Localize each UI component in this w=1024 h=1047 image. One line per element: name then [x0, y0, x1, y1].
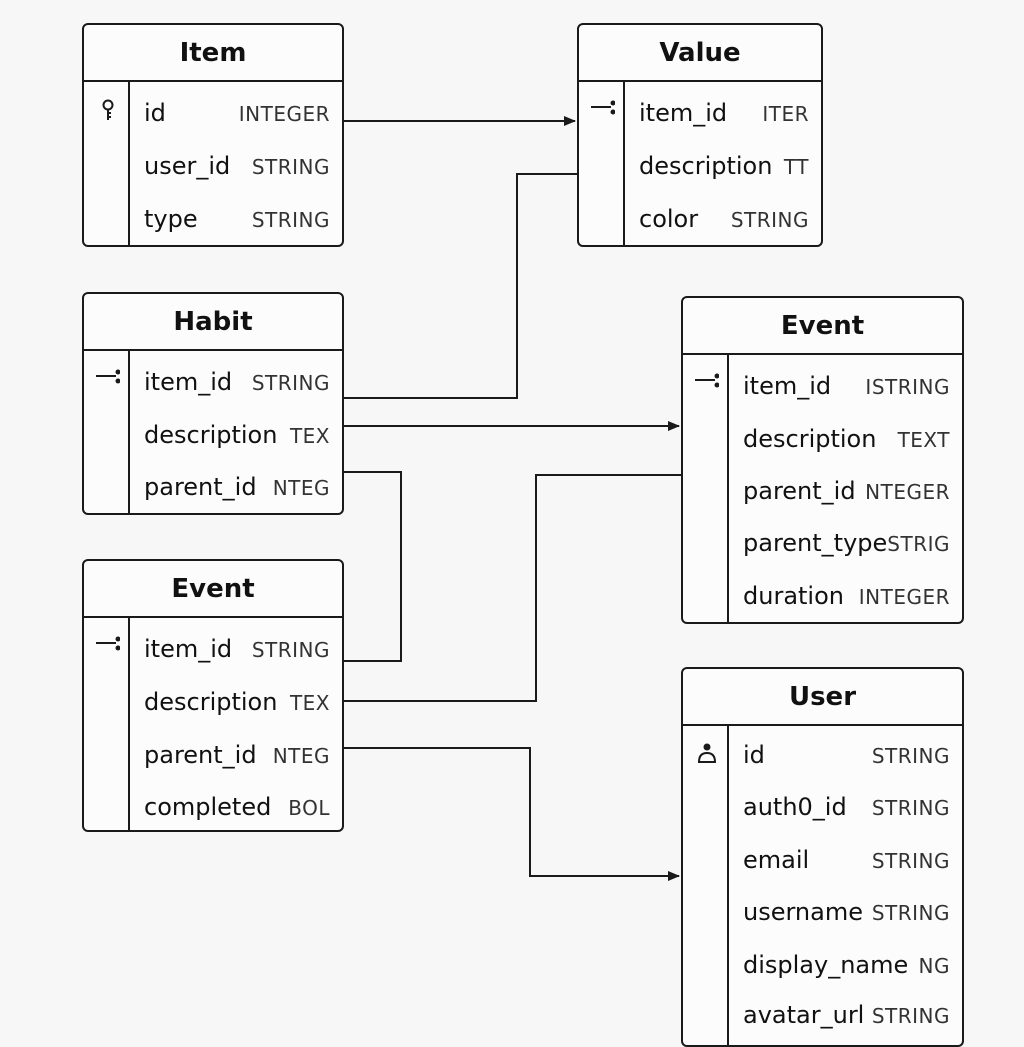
field-row[interactable]: item_id ITER — [579, 86, 821, 138]
field-type: STRING — [871, 849, 950, 873]
foreign-key-icon — [591, 100, 615, 115]
field-name: duration — [743, 582, 844, 610]
field-row[interactable]: parent_type STRIG — [683, 516, 962, 568]
relationship-connectors — [343, 116, 681, 881]
entity-title: Event — [683, 298, 962, 355]
field-name: parent_id — [144, 741, 257, 769]
field-row[interactable]: display_name NG — [683, 938, 962, 990]
field-type: NG — [918, 954, 950, 978]
field-name: color — [639, 205, 699, 233]
field-type: STRING — [730, 208, 809, 232]
field-row[interactable]: description TEX — [84, 408, 342, 460]
field-type: TEX — [289, 691, 330, 715]
field-row[interactable]: type STRING — [84, 192, 342, 244]
field-type: ISTRING — [865, 375, 950, 399]
field-row[interactable]: item_id ISTRING — [683, 359, 962, 411]
field-type: BOL — [288, 796, 330, 820]
field-row[interactable]: username STRING — [683, 885, 962, 937]
field-type: STRIG — [887, 532, 950, 556]
field-row[interactable]: parent_id NTEGER — [683, 464, 962, 516]
field-row[interactable]: item_id STRING — [84, 622, 342, 674]
field-name: id — [144, 99, 166, 127]
field-name: item_id — [144, 368, 233, 396]
entity-title: Item — [84, 25, 342, 82]
field-row[interactable]: color STRING — [579, 192, 821, 244]
entity-event-left[interactable]: Event item_id STRING description TEX par… — [82, 559, 344, 832]
field-row[interactable]: description TT — [579, 139, 821, 191]
field-type: TEXT — [897, 428, 950, 452]
field-name: description — [639, 152, 773, 180]
entity-title: Event — [84, 561, 342, 618]
field-row[interactable]: id INTEGER — [84, 86, 342, 138]
field-name: item_id — [144, 635, 233, 663]
field-name: description — [144, 688, 278, 716]
field-type: TEX — [289, 424, 330, 448]
field-type: STRING — [251, 155, 330, 179]
field-name: user_id — [144, 152, 231, 180]
field-row[interactable]: parent_id NTEG — [84, 728, 342, 780]
field-name: parent_id — [144, 473, 257, 501]
field-type: STRING — [871, 1004, 950, 1028]
connector-event-description-to-event-parent — [343, 474, 681, 702]
field-name: auth0_id — [743, 793, 847, 821]
field-type: STRING — [251, 638, 330, 662]
field-row[interactable]: item_id STRING — [84, 355, 342, 407]
field-name: description — [743, 425, 877, 453]
field-row[interactable]: completed BOL — [84, 780, 342, 830]
field-row[interactable]: description TEX — [84, 675, 342, 727]
field-row[interactable]: description TEXT — [683, 412, 962, 464]
field-name: parent_id — [743, 477, 856, 505]
entity-habit[interactable]: Habit item_id STRING description TEX par… — [82, 292, 344, 515]
foreign-key-icon — [96, 636, 120, 651]
field-name: display_name — [743, 951, 909, 979]
field-row[interactable]: id STRING — [683, 728, 962, 780]
field-type: NTEG — [272, 476, 330, 500]
entity-title: User — [683, 669, 962, 726]
key-icon — [102, 99, 114, 120]
field-type: TT — [783, 155, 809, 179]
entity-title: Value — [579, 25, 821, 82]
connector-habit-parent-id-to-event-item-id — [343, 471, 402, 662]
field-name: description — [144, 421, 278, 449]
field-name: avatar_url — [743, 1001, 865, 1029]
field-name: type — [144, 205, 198, 233]
user-key-icon — [697, 743, 717, 763]
field-type: NTEGER — [865, 480, 950, 504]
field-row[interactable]: email STRING — [683, 833, 962, 885]
field-name: completed — [144, 793, 272, 821]
field-type: NTEG — [272, 744, 330, 768]
entity-item[interactable]: Item id INTEGER user_id STRING type STRI… — [82, 23, 344, 247]
field-type: INTEGER — [238, 102, 330, 126]
foreign-key-icon — [695, 373, 719, 388]
field-row[interactable]: user_id STRING — [84, 139, 342, 191]
field-name: item_id — [743, 372, 832, 400]
field-name: email — [743, 846, 810, 874]
field-name: item_id — [639, 99, 728, 127]
foreign-key-icon — [96, 369, 120, 384]
field-row[interactable]: avatar_url STRING — [683, 988, 962, 1040]
field-type: STRING — [251, 208, 330, 232]
field-row[interactable]: parent_id NTEG — [84, 460, 342, 512]
field-type: STRING — [251, 371, 330, 395]
connector-event-parent-id-to-user — [343, 747, 680, 881]
field-type: STRING — [871, 901, 950, 925]
connector-habit-item-id-to-value — [343, 173, 577, 399]
field-type: INTEGER — [858, 585, 950, 609]
field-type: STRING — [871, 796, 950, 820]
field-type: ITER — [762, 102, 809, 126]
field-row[interactable]: auth0_id STRING — [683, 780, 962, 832]
field-name: parent_type — [743, 529, 888, 557]
field-type: STRING — [871, 744, 950, 768]
field-name: id — [743, 741, 765, 769]
entity-event-right[interactable]: Event item_id ISTRING description TEXT p… — [681, 296, 964, 624]
field-row[interactable]: duration INTEGER — [683, 569, 962, 621]
entity-title: Habit — [84, 294, 342, 351]
entity-value[interactable]: Value item_id ITER description TT color … — [577, 23, 823, 247]
entity-user[interactable]: User id STRING auth0_id STRING email STR… — [681, 667, 964, 1047]
field-name: username — [743, 898, 863, 926]
